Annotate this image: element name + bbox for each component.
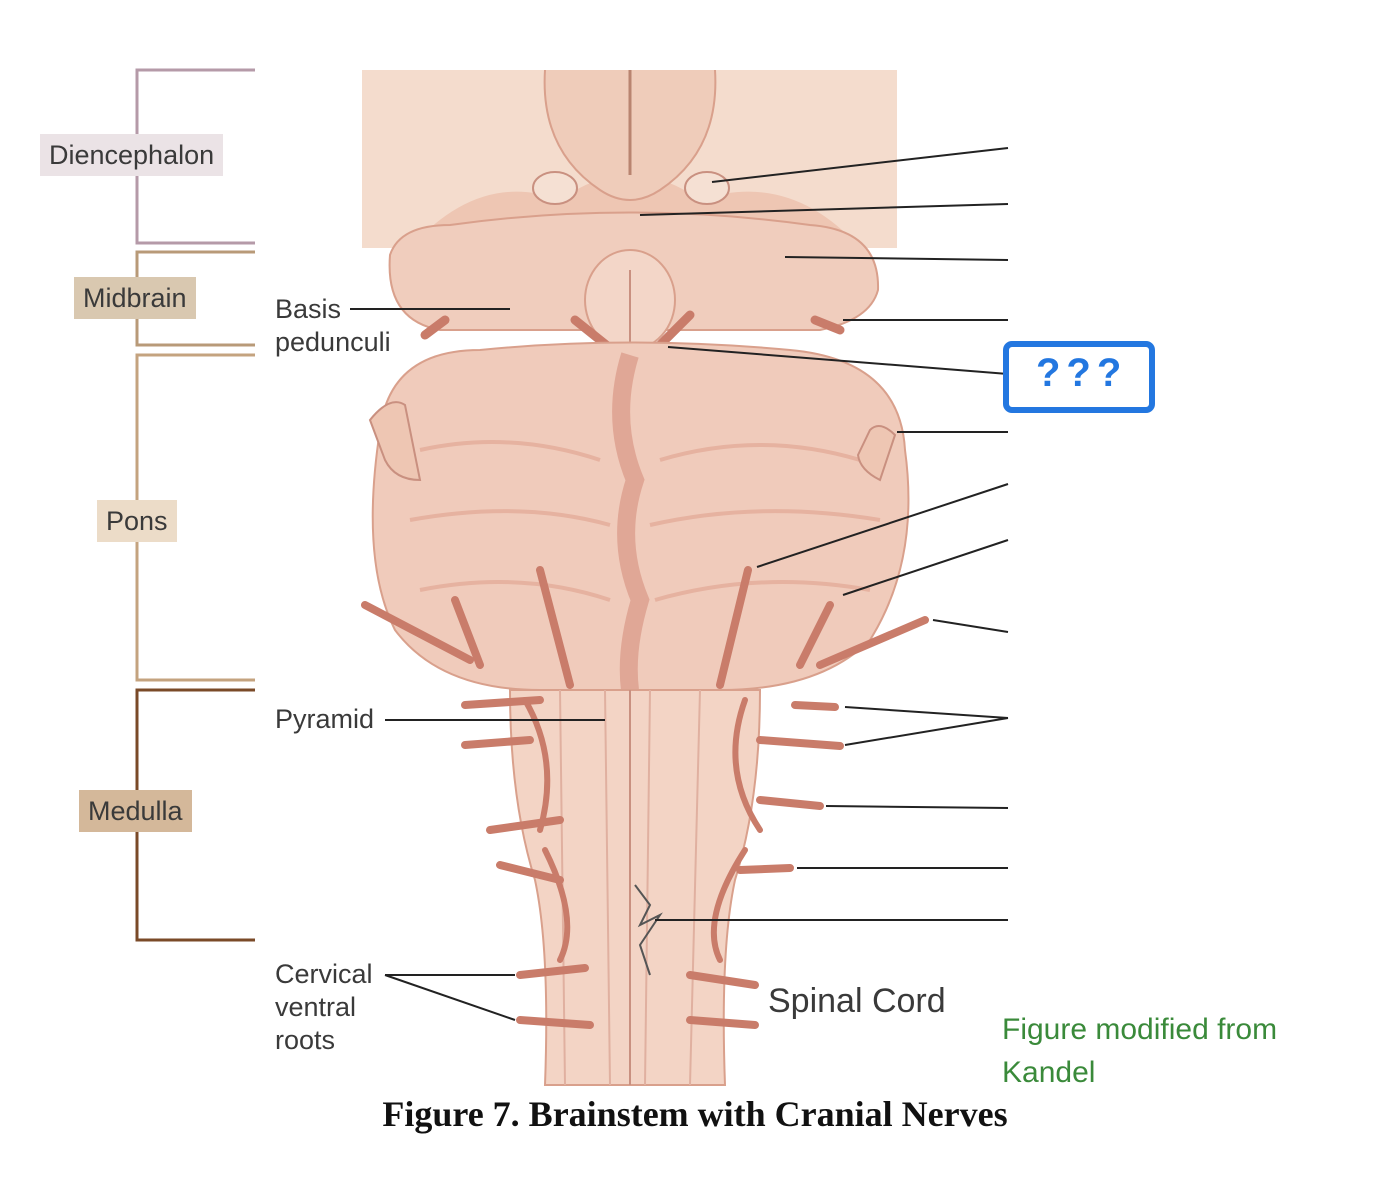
cervical-ventral-roots-label: Cervical ventral roots: [275, 958, 373, 1057]
question-highlight-box: [1003, 341, 1155, 413]
cervical-line2: ventral: [275, 992, 357, 1022]
diencephalon-label: Diencephalon: [40, 134, 224, 176]
basis-pedunculi-label: Basis pedunculi: [275, 293, 391, 359]
figure-credit: Figure modified from Kandel: [1002, 1008, 1277, 1094]
pontine-nerves: [361, 566, 929, 689]
pyramid-label: Pyramid: [275, 704, 375, 734]
cervical-line3: roots: [275, 1025, 336, 1055]
cervical-line1: Cervical: [275, 959, 373, 989]
pons-label: Pons: [97, 500, 177, 542]
question-annotation: ???: [1036, 351, 1128, 395]
basis-pedunculi-line2: pedunculi: [275, 327, 391, 357]
medullary-nerves: [461, 696, 844, 1029]
basis-pedunculi-line1: Basis: [275, 294, 342, 324]
midbrain-shape: [388, 211, 880, 365]
pons-shape: [368, 341, 910, 692]
credit-line2: Kandel: [1002, 1056, 1096, 1089]
leader-lines: [350, 147, 1009, 1021]
figure-caption: Figure 7. Brainstem with Cranial Nerves: [382, 1094, 1008, 1134]
midbrain-label: Midbrain: [74, 277, 196, 319]
medulla-label: Medulla: [79, 790, 192, 832]
spinal-cord-label: Spinal Cord: [768, 982, 946, 1020]
credit-line1: Figure modified from: [1002, 1013, 1278, 1046]
handwritten-roman-numerals: [634, 884, 663, 976]
